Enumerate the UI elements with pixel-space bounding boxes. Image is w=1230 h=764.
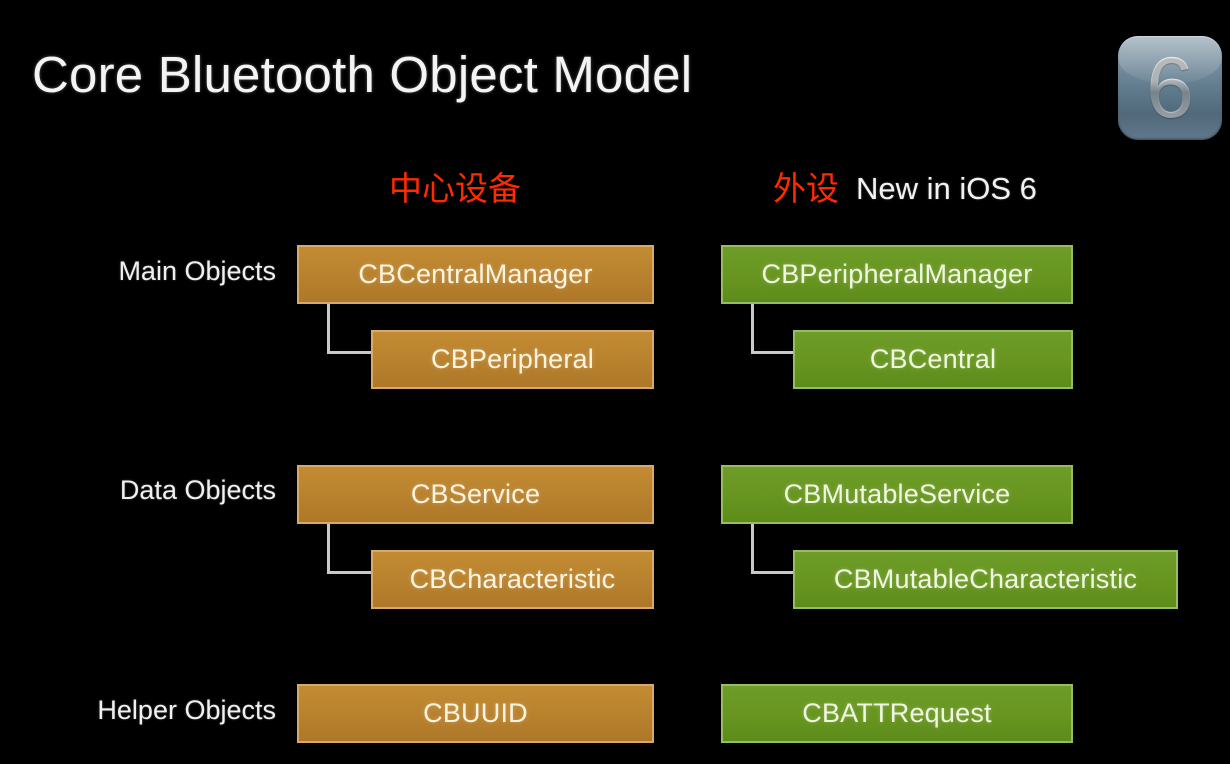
node-cbattrequest[interactable]: CBATTRequest xyxy=(721,684,1073,743)
page-title: Core Bluetooth Object Model xyxy=(32,46,693,103)
node-cbcentralmanager[interactable]: CBCentralManager xyxy=(297,245,654,304)
connector-central-data xyxy=(327,524,372,574)
node-cbservice[interactable]: CBService xyxy=(297,465,654,524)
row-label-main-objects: Main Objects xyxy=(118,256,276,286)
node-cbperipheralmanager[interactable]: CBPeripheralManager xyxy=(721,245,1073,304)
node-cbuuid[interactable]: CBUUID xyxy=(297,684,654,743)
node-cbmutableservice[interactable]: CBMutableService xyxy=(721,465,1073,524)
badge-number: 6 xyxy=(1118,45,1222,131)
node-cbcentral[interactable]: CBCentral xyxy=(793,330,1073,389)
node-cbcharacteristic[interactable]: CBCharacteristic xyxy=(371,550,654,609)
annotation-central-cn: 中心设备 xyxy=(389,169,521,208)
connector-central-main xyxy=(327,304,372,354)
node-cbmutablecharacteristic[interactable]: CBMutableCharacteristic xyxy=(793,550,1178,609)
node-cbperipheral[interactable]: CBPeripheral xyxy=(371,330,654,389)
connector-peripheral-main xyxy=(751,304,795,354)
annotation-new-in-ios: New in iOS 6 xyxy=(856,171,1037,206)
ios-6-badge: 6 xyxy=(1118,36,1222,140)
row-label-data-objects: Data Objects xyxy=(119,475,276,505)
row-label-helper-objects: Helper Objects xyxy=(97,695,276,725)
annotation-peripheral-cn: 外设 xyxy=(773,169,839,208)
connector-peripheral-data xyxy=(751,524,795,574)
